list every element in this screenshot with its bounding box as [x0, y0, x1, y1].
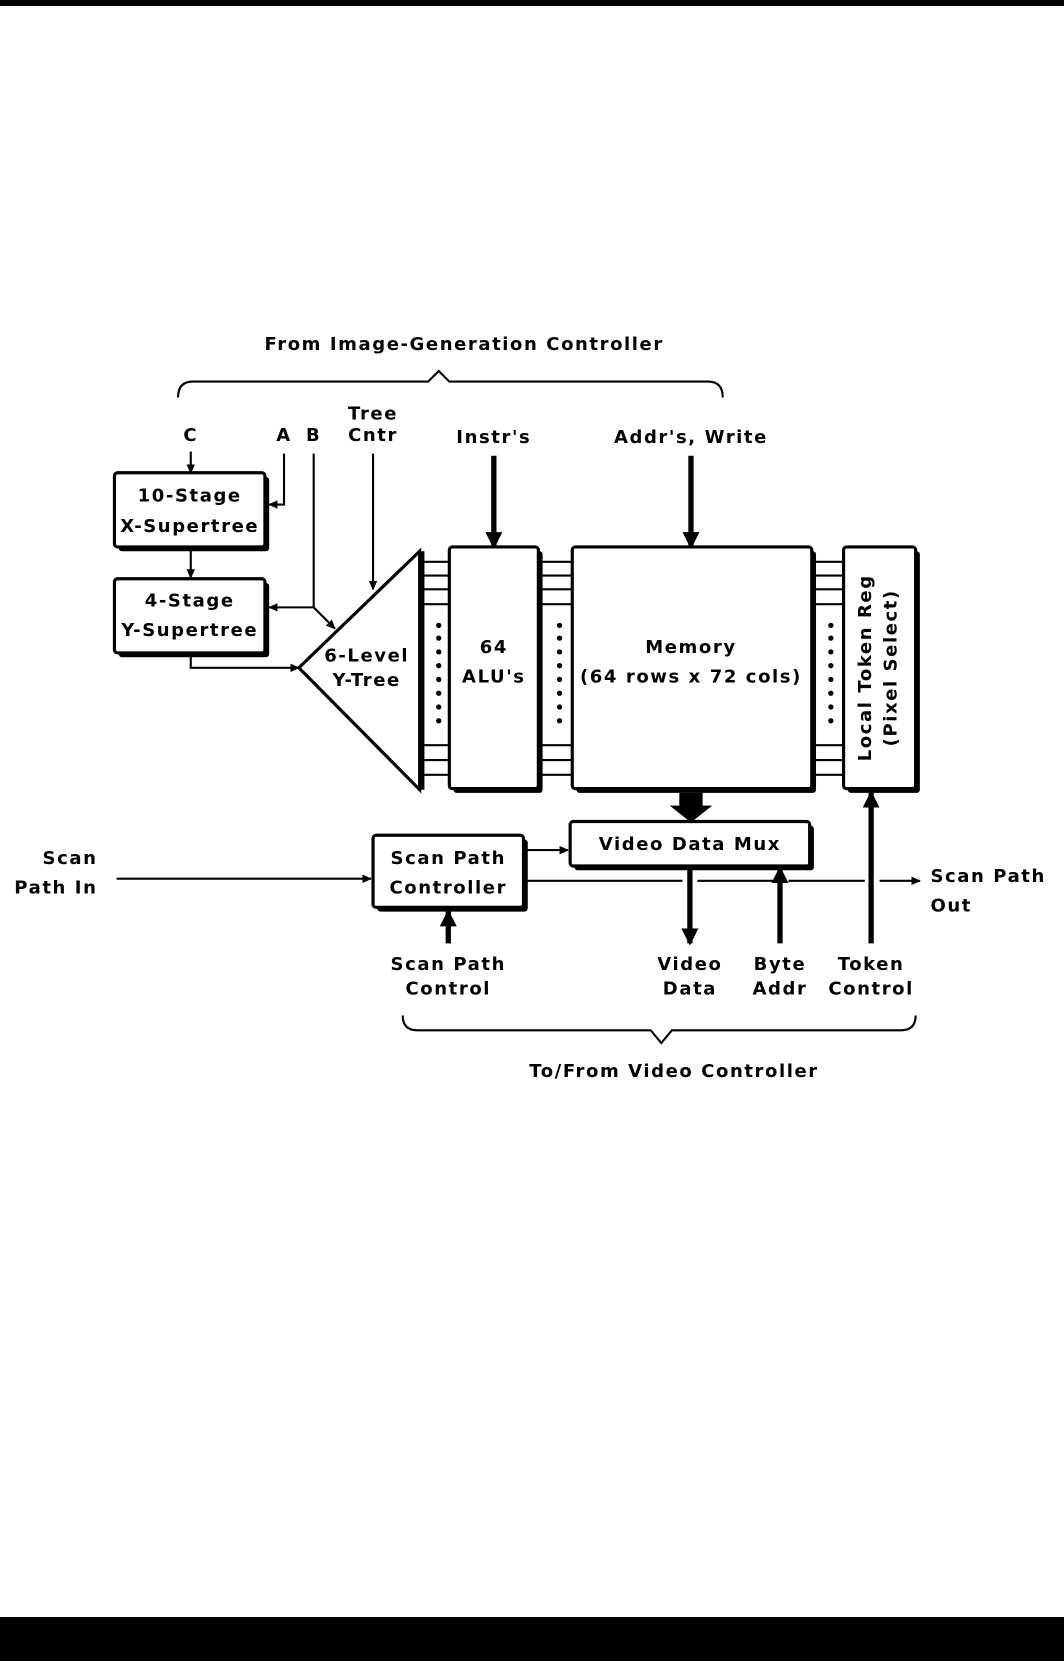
byte-addr-label-1: Byte: [754, 954, 807, 975]
svg-text:Controller: Controller: [390, 878, 508, 899]
svg-text:Local Token Reg: Local Token Reg: [855, 574, 876, 761]
y-super-to-ytree-wire: [189, 655, 300, 673]
scan-border-bottom: [0, 1617, 1064, 1661]
svg-text:(Pixel Select): (Pixel Select): [881, 589, 902, 746]
token-control-label-2: Control: [828, 978, 914, 999]
token-reg-block: Local Token Reg (Pixel Select): [841, 545, 920, 793]
bus-memory-token: [816, 560, 844, 776]
scan-ctrl-block: Scan Path Controller: [371, 833, 528, 912]
svg-text:64: 64: [480, 637, 508, 658]
svg-text:(64 rows x 72 cols): (64 rows x 72 cols): [580, 667, 802, 688]
tree-cntr-label-1: Tree: [348, 404, 398, 425]
alu-block: 64 ALU's: [447, 545, 543, 793]
svg-text:4-Stage: 4-Stage: [145, 590, 235, 611]
svg-text:10-Stage: 10-Stage: [138, 485, 242, 506]
a-wire: [268, 453, 286, 509]
instrs-label: Instr's: [456, 427, 531, 448]
video-data-label-1: Video: [657, 954, 722, 975]
bus-alu-memory: [542, 560, 573, 776]
addrs-write-label: Addr's, Write: [614, 427, 768, 448]
tree-cntr-label-2: Cntr: [348, 425, 398, 446]
video-mux-block: Video Data Mux: [568, 819, 814, 871]
svg-text:Y-Supertree: Y-Supertree: [120, 620, 258, 641]
y-supertree-block: 4-Stage Y-Supertree: [112, 577, 270, 658]
scan-path-control-label-1: Scan Path: [391, 954, 506, 975]
bus-dots-1: [436, 622, 442, 724]
svg-text:Memory: Memory: [645, 637, 736, 658]
svg-text:X-Supertree: X-Supertree: [120, 516, 259, 537]
b-to-ytree-wire: [312, 606, 336, 630]
svg-text:Y-Tree: Y-Tree: [332, 670, 401, 691]
byte-addr-label-2: Addr: [753, 978, 808, 999]
y-tree-block: 6-Level Y-Tree: [296, 547, 425, 794]
scan-border-top: [0, 0, 1064, 6]
bottom-group-label: To/From Video Controller: [529, 1061, 819, 1082]
input-b-label: B: [306, 425, 321, 446]
scan-path-control-label-2: Control: [406, 978, 492, 999]
x-supertree-block: 10-Stage X-Supertree: [112, 471, 270, 552]
bus-dots-3: [828, 622, 834, 724]
top-brace: [176, 369, 724, 398]
video-data-label-2: Data: [663, 978, 717, 999]
token-control-label-1: Token: [838, 954, 905, 975]
svg-text:Video Data Mux: Video Data Mux: [599, 834, 781, 855]
scan-in-label-2: Path In: [14, 878, 97, 899]
bus-tree-alu: [421, 560, 450, 776]
input-c-label: C: [183, 425, 198, 446]
input-a-label: A: [276, 425, 292, 446]
scan-out-label-1: Scan Path: [930, 866, 1045, 887]
svg-text:6-Level: 6-Level: [324, 645, 409, 666]
memory-to-mux-arrow: [669, 792, 713, 823]
memory-block: Memory (64 rows x 72 cols): [570, 545, 817, 793]
scan-in-label-1: Scan: [43, 848, 98, 869]
top-group-label: From Image-Generation Controller: [265, 334, 664, 355]
svg-text:Scan Path: Scan Path: [391, 848, 506, 869]
bus-dots-2: [556, 622, 563, 724]
svg-text:ALU's: ALU's: [462, 667, 526, 688]
b-wire: [268, 453, 315, 612]
scan-out-label-2: Out: [930, 896, 971, 917]
bottom-brace: [401, 1015, 917, 1045]
